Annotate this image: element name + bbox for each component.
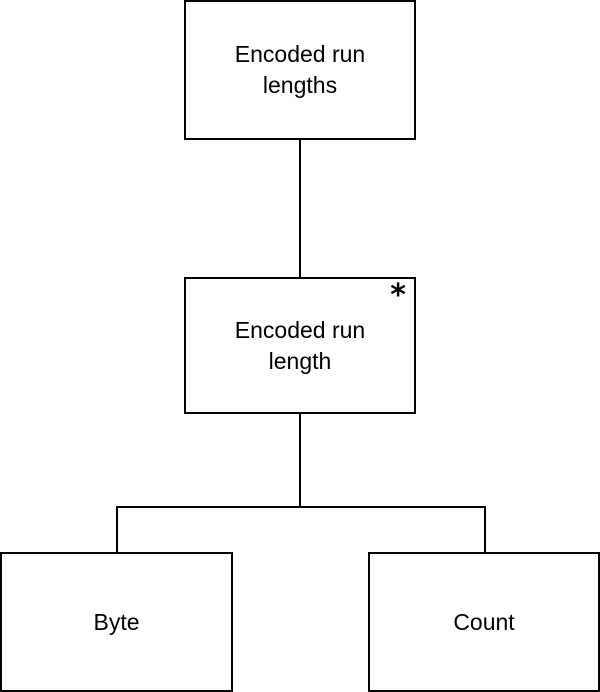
- node-encoded-run-length: * Encoded run length: [184, 277, 416, 414]
- node-label: Byte: [93, 608, 140, 635]
- node-label: Count: [453, 608, 515, 635]
- node-byte: Byte: [0, 552, 233, 692]
- node-count: Count: [368, 552, 600, 692]
- node-label: Encoded run lengths: [234, 41, 366, 98]
- node-label: Encoded run length: [234, 316, 366, 374]
- edge-middle-to-branch: [299, 412, 301, 508]
- edge-root-to-middle: [299, 138, 301, 279]
- multiplicity-marker: *: [390, 278, 406, 313]
- edge-branch-to-count: [484, 506, 486, 554]
- node-encoded-run-lengths: Encoded run lengths: [184, 0, 416, 140]
- branch-horizontal-line: [116, 506, 486, 508]
- edge-branch-to-byte: [116, 506, 118, 554]
